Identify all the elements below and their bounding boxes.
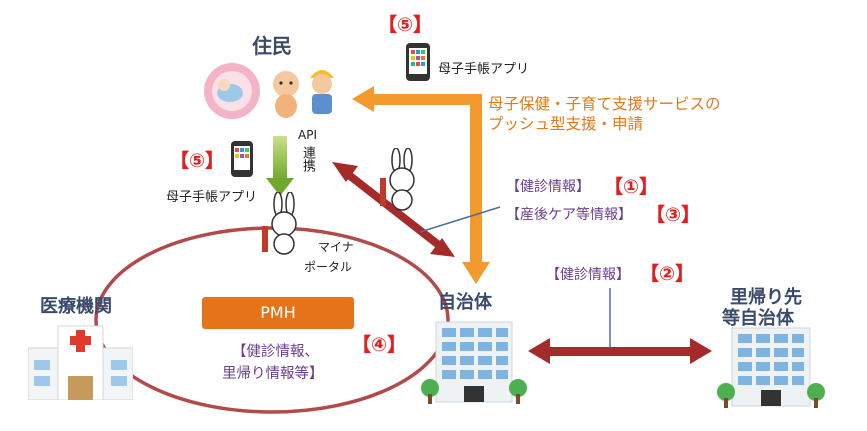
left-app-badge: 【⑤】 <box>170 150 225 172</box>
top-app-badge: 【⑤】 <box>378 14 433 36</box>
push-service-line1: 母子保健・子育て支援サービスの <box>488 95 721 113</box>
medical-title: 医療機関 <box>40 296 112 317</box>
residents-illustration <box>204 63 334 119</box>
smartphone-icon[interactable] <box>405 42 431 82</box>
pmh-info-line2: 里帰り情報等】 <box>222 366 324 382</box>
home-municipality-title-2: 等自治体 <box>722 308 794 329</box>
postnatal-info-label: 【産後ケア等情報】 <box>506 207 632 223</box>
baby-icon <box>273 71 299 118</box>
child-icon <box>310 70 334 114</box>
residents-title: 住民 <box>252 34 292 58</box>
left-app-label: 母子手帳アプリ <box>166 190 258 205</box>
api-label: API <box>298 128 317 142</box>
municipality-title: 自治体 <box>438 292 492 313</box>
horizontal-double-arrow <box>528 338 712 364</box>
pmh-label: PMH <box>260 303 296 322</box>
pmh-info-line1: 【健診情報、 <box>232 344 319 360</box>
rabbit-mascot-icon <box>380 148 415 211</box>
checkup-info2-label: 【健診情報】 <box>546 267 630 283</box>
hospital-icon <box>28 325 133 400</box>
postnatal-info-num: 【③】 <box>646 204 701 226</box>
checkup-info-num: 【①】 <box>604 176 659 198</box>
push-service-line2: プッシュ型支援・申請 <box>488 115 644 133</box>
mother-baby-icon <box>204 63 260 119</box>
office-building-icon <box>717 327 825 408</box>
api-arrow <box>266 136 294 196</box>
checkup-info2-num: 【②】 <box>640 263 695 285</box>
home-municipality-title-1: 里帰り先 <box>730 287 802 308</box>
api-label-2: 連携 <box>300 146 315 172</box>
top-app-label: 母子手帳アプリ <box>438 62 530 77</box>
mynaportal-line1: マイナ <box>318 240 354 254</box>
callout-line-1 <box>419 206 501 233</box>
checkup-info-label: 【健診情報】 <box>506 179 590 195</box>
mynaportal-line2: ポータル <box>304 260 353 274</box>
pmh-num: 【④】 <box>352 334 407 356</box>
rabbit-mascot-icon <box>262 192 297 255</box>
push-service-arrow <box>352 86 490 284</box>
diagonal-double-arrow <box>332 162 455 257</box>
smartphone-icon[interactable] <box>230 140 254 178</box>
pmh-box <box>202 297 354 329</box>
office-building-icon <box>421 321 527 404</box>
